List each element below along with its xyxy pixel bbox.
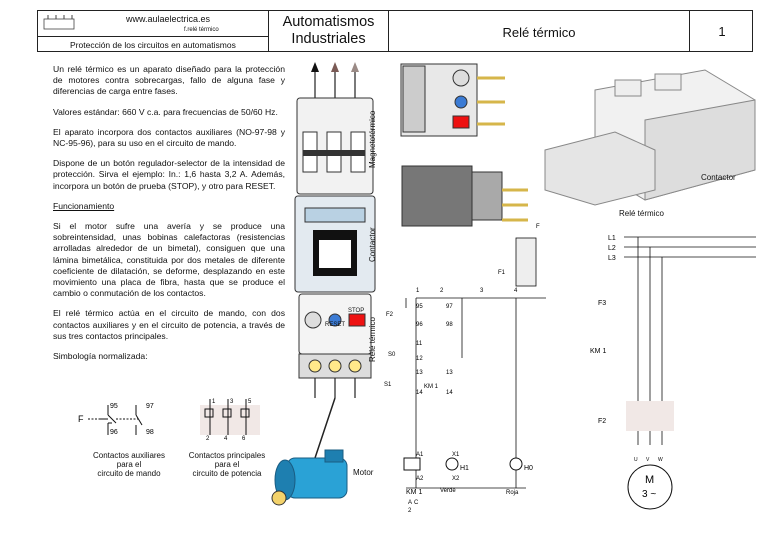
svg-text:2: 2 [206,436,210,442]
svg-text:S0: S0 [388,352,396,358]
photo-rele-label: Relé térmico [619,209,664,218]
paragraph-values: Valores estándar: 660 V c.a. para frecue… [53,106,278,117]
aux-contacts-caption: Contactos auxiliares para el circuito de… [92,451,166,478]
svg-text:11: 11 [416,341,423,347]
logo-icon [43,15,75,30]
svg-text:1: 1 [212,399,216,405]
svg-text:H1: H1 [460,465,469,472]
motor-symbol [627,464,673,510]
paragraph-contacts: El aparato incorpora dos contactos auxil… [53,126,285,149]
header-info-cell: www.aulaelectrica.es f.relé térmico Prot… [38,11,269,51]
paragraph-regulator: Dispone de un botón regulador-selector d… [53,158,285,191]
svg-text:13: 13 [446,370,453,376]
svg-text:F2: F2 [386,312,394,318]
symbol-main-contacts: 1 3 5 2 4 6 [200,399,260,442]
motor-label: Motor [353,468,374,477]
paragraph-symbology: Simbología normalizada: [53,351,148,362]
svg-text:14: 14 [446,390,453,396]
paragraph-operation: Si el motor sufre una avería y se produc… [53,221,285,299]
svg-text:KM 1: KM 1 [406,489,422,496]
svg-text:12: 12 [416,356,423,362]
svg-text:97: 97 [146,403,154,410]
symbol-f-label: F [78,414,84,424]
topic-cell: Relé térmico [389,11,690,51]
svg-text:V: V [646,457,650,463]
svg-text:X2: X2 [452,476,460,482]
svg-text:C: C [414,500,419,506]
svg-text:Verde: Verde [440,488,456,494]
svg-text:A: A [408,500,412,506]
motor-illustration [271,449,348,506]
contactor-photo [544,69,756,206]
stop-button [348,313,366,327]
svg-text:F: F [536,224,540,230]
arrow-l2-icon [331,62,339,72]
description-text: Un relé térmico es un aparato diseñado p… [53,64,285,371]
svg-text:S1: S1 [384,382,392,388]
svg-text:14: 14 [416,390,423,396]
svg-text:97: 97 [446,304,453,310]
svg-text:F3: F3 [598,300,606,307]
svg-text:H0: H0 [524,465,533,472]
photo-contactor-label: Contactor [701,173,736,182]
svg-text:KM 1: KM 1 [590,348,606,355]
page-cell: 1 [690,11,754,51]
svg-text:1: 1 [416,288,420,294]
svg-text:3: 3 [230,399,234,405]
heading-funcionamiento: Funcionamiento [53,200,115,211]
course-line2: Industriales [291,31,366,47]
svg-text:U: U [634,457,638,463]
svg-text:13: 13 [416,370,423,376]
svg-text:W: W [658,457,663,463]
svg-text:95: 95 [416,304,423,310]
file-name: f.relé térmico [184,27,219,33]
paragraph-action: El relé térmico actúa en el circuito de … [53,308,285,341]
svg-text:F1: F1 [498,270,506,276]
course-cell: Automatismos Industriales [269,11,389,51]
rele-side-drawing [401,165,528,227]
svg-text:6: 6 [242,436,246,442]
magneto-label: Magnetotérmico [368,110,377,168]
arrow-l3-icon [351,62,359,72]
page-header: www.aulaelectrica.es f.relé térmico Prot… [37,10,753,52]
svg-text:4: 4 [514,288,518,294]
svg-text:L3: L3 [608,255,616,262]
device-stack-illustration [271,62,376,506]
svg-text:A1: A1 [416,452,424,458]
reset-label: RESET [325,322,346,328]
svg-text:M: M [645,474,654,486]
svg-text:98: 98 [446,322,453,328]
stop-label: STOP [348,308,365,314]
svg-text:3 ~: 3 ~ [642,489,656,500]
svg-text:96: 96 [110,429,118,436]
svg-text:5: 5 [248,399,252,405]
svg-text:2: 2 [408,508,412,514]
svg-text:2: 2 [440,288,444,294]
symbol-aux-contacts: F 95 96 97 98 [78,403,154,436]
course-line1: Automatismos [282,14,375,30]
svg-text:KM 1: KM 1 [424,384,439,390]
svg-text:A2: A2 [416,476,424,482]
svg-text:95: 95 [110,403,118,410]
svg-text:96: 96 [416,322,423,328]
main-contacts-caption: Contactos principales para el circuito d… [188,451,266,478]
power-circuit: L1 L2 L3 F3 KM 1 F2 M 3 ~ U V W [590,235,756,510]
site-url: www.aulaelectrica.es [126,14,211,24]
page-number: 1 [718,24,726,39]
svg-text:L2: L2 [608,245,616,252]
svg-text:F2: F2 [598,418,606,425]
svg-text:4: 4 [224,436,228,442]
svg-text:L1: L1 [608,235,616,242]
svg-text:X1: X1 [452,452,460,458]
control-circuit: F F1 F2 S0 S1 KM 1 1 2 3 4 95 96 97 98 1… [384,224,546,514]
svg-text:3: 3 [480,288,484,294]
topic-title: Relé térmico [502,25,576,40]
section-title: Protección de los circuitos en automatis… [70,40,236,50]
rele-front-drawing [400,63,505,137]
svg-text:Roja: Roja [506,490,519,496]
arrow-l1-icon [311,62,319,72]
svg-text:98: 98 [146,429,154,436]
paragraph-intro: Un relé térmico es un aparato diseñado p… [53,64,285,97]
